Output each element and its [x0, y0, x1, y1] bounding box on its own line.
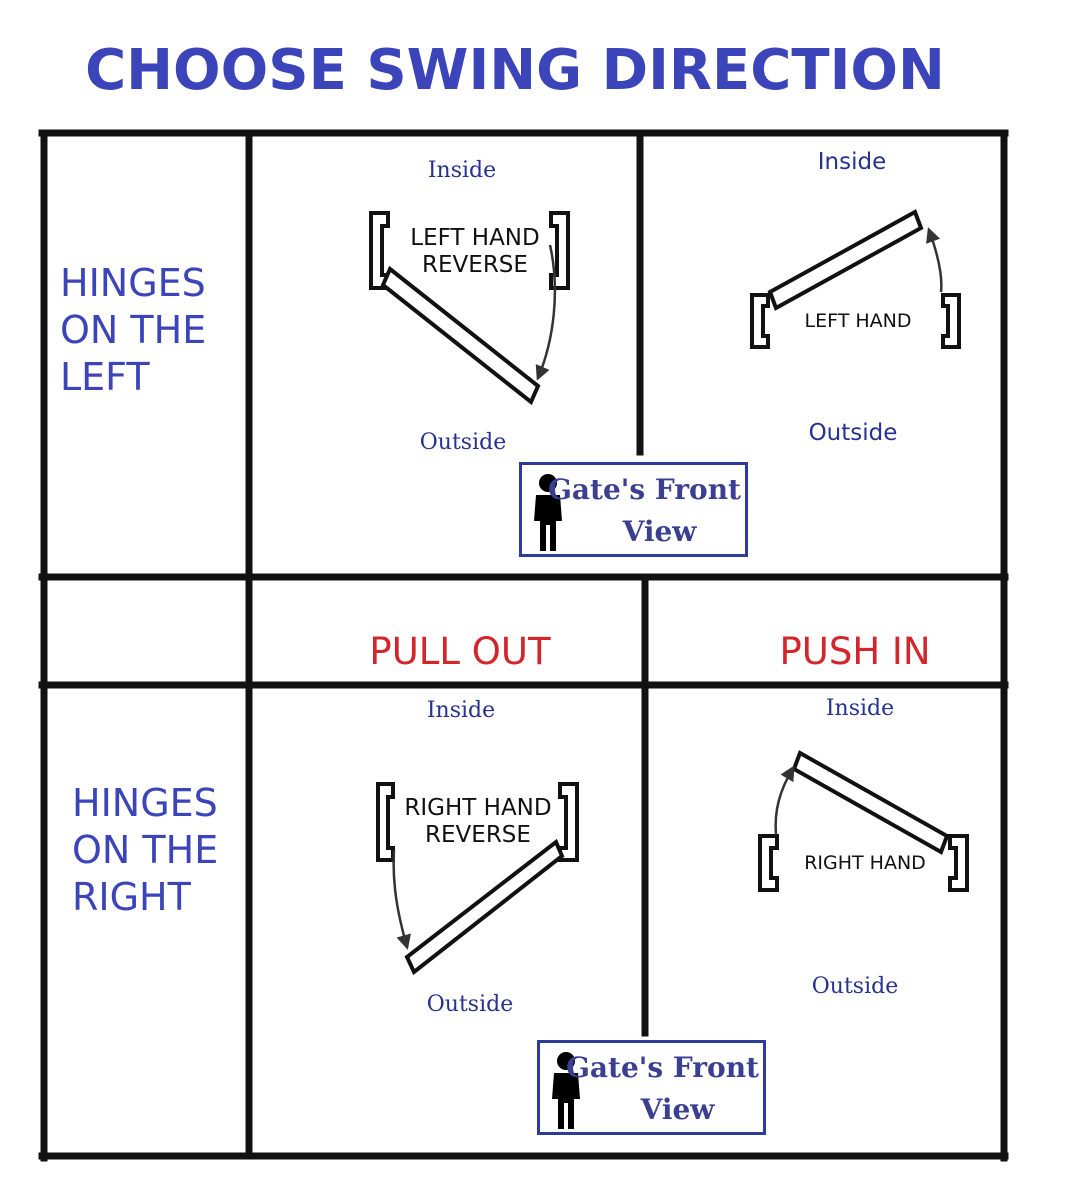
row-label-line: ON THE — [72, 828, 219, 872]
gate-panel — [380, 265, 541, 406]
front-view-line: Gate's Front — [566, 1051, 759, 1084]
front-view-line: View — [622, 515, 697, 548]
gate-name-line: REVERSE — [425, 822, 531, 848]
gate-name-right-hand-reverse: RIGHT HAND REVERSE — [398, 795, 558, 849]
gate-panel — [404, 838, 565, 976]
outside-label: Outside — [419, 430, 507, 455]
door-post-icon — [369, 211, 390, 290]
outside-label: Outside — [426, 992, 514, 1017]
gate-name-line: RIGHT HAND — [404, 795, 552, 821]
gate-name-right-hand: RIGHT HAND — [804, 852, 926, 874]
row-label-line: HINGES — [72, 781, 218, 825]
inside-label: Inside — [825, 696, 895, 721]
inside-label: Inside — [426, 698, 496, 723]
front-view-label: Gate's Front View — [566, 1047, 759, 1131]
page-title: CHOOSE SWING DIRECTION — [85, 38, 945, 103]
door-post-icon — [750, 293, 770, 349]
swing-arrow-icon — [926, 227, 943, 293]
door-post-icon — [549, 211, 570, 290]
inside-label: Inside — [817, 149, 887, 175]
row-label-hinges-right: HINGES ON THE RIGHT — [72, 780, 218, 921]
outside-label: Outside — [808, 420, 898, 446]
gate-name-left-hand-reverse: LEFT HAND REVERSE — [400, 225, 550, 279]
row-label-line: RIGHT — [72, 875, 191, 919]
gate-name-left-hand: LEFT HAND — [804, 310, 912, 332]
front-view-line: View — [640, 1093, 715, 1126]
front-view-label: Gate's Front View — [548, 469, 741, 553]
outside-label: Outside — [811, 974, 899, 999]
door-post-icon — [758, 834, 779, 892]
gate-panel — [767, 209, 924, 311]
person-icon — [534, 474, 562, 551]
person-icon — [552, 1052, 580, 1129]
row-label-line: ON THE — [60, 308, 207, 352]
gate-panel — [791, 750, 950, 855]
gate-name-line: LEFT HAND — [410, 225, 540, 251]
row-label-line: LEFT — [60, 355, 150, 399]
column-label-pull-out: PULL OUT — [369, 630, 551, 673]
door-post-icon — [948, 834, 969, 892]
swing-arrow-icon — [535, 244, 557, 381]
row-label-line: HINGES — [60, 261, 206, 305]
door-post-icon — [558, 782, 579, 862]
gate-name-line: REVERSE — [422, 252, 528, 278]
row-label-hinges-left: HINGES ON THE LEFT — [60, 260, 206, 401]
column-label-push-in: PUSH IN — [779, 630, 931, 673]
inside-label: Inside — [427, 158, 497, 183]
swing-arrow-icon — [774, 765, 795, 836]
front-view-line: Gate's Front — [548, 473, 741, 506]
door-post-icon — [376, 782, 395, 862]
gates-front-view-box: Gate's Front View — [537, 1040, 766, 1135]
swing-arrow-icon — [392, 849, 411, 950]
door-post-icon — [941, 293, 961, 349]
gates-front-view-box: Gate's Front View — [519, 462, 748, 557]
